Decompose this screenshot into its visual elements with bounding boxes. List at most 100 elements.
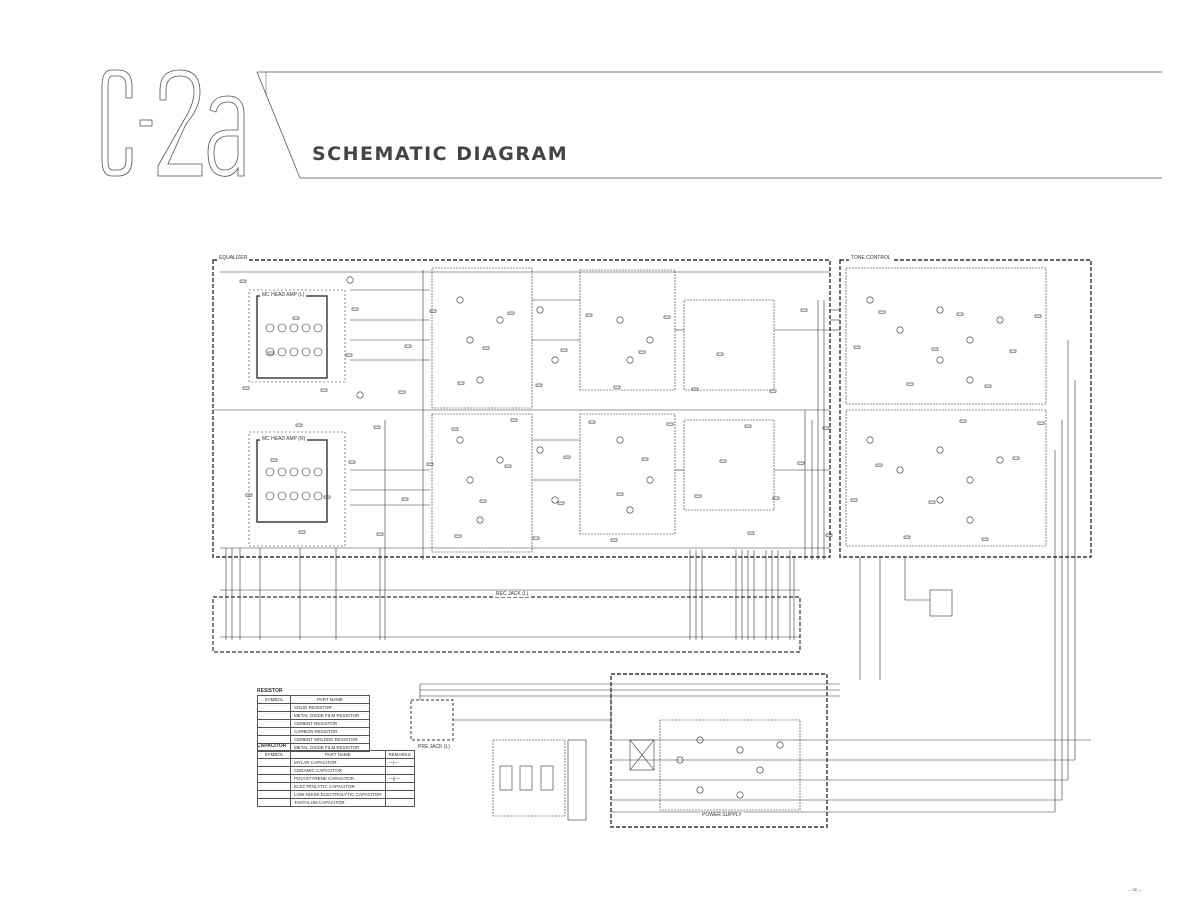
transistor-symbol [301,323,311,333]
transistor-symbol [551,356,559,364]
resistor-symbol [878,310,886,314]
resistor-symbol [482,346,490,350]
transistor-symbol [289,323,299,333]
resistor-symbol [426,462,434,466]
resistor-symbol [666,422,674,426]
transistor-symbol [356,391,364,399]
resistor-symbol [532,536,540,540]
transistor-symbol [626,356,634,364]
resistor-symbol [903,535,911,539]
resistor-symbol [641,457,649,461]
resistor-symbol [585,313,593,317]
resistor-symbol [535,383,543,387]
legend-row: CERAMIC CAPACITOR [290,766,386,775]
resistor-symbol [345,353,353,357]
transistor-symbol [301,491,311,501]
resistor-symbol [822,426,830,430]
transistor-symbol [966,516,974,524]
transistor-symbol [936,446,944,454]
transistor-symbol [966,376,974,384]
resistor-symbol [588,420,596,424]
resistor-symbol [320,388,328,392]
transistor-symbol [536,446,544,454]
transistor-symbol [551,496,559,504]
resistor-symbol [984,384,992,388]
tone-control-label: TONE CONTROL [849,255,893,261]
resistor-symbol [928,500,936,504]
transistor-symbol [646,476,654,484]
resistor-symbol [270,458,278,462]
transistor-symbol [313,491,323,501]
transistor-symbol [265,467,275,477]
resistor-symbol [398,390,406,394]
resistor-symbol [292,316,300,320]
transistor-symbol [966,476,974,484]
resistor-symbol [1034,314,1042,318]
transistor-symbol [277,491,287,501]
capacitor-legend-title: CAPACITOR [257,743,287,749]
resistor-symbol [616,492,624,496]
resistor-symbol [1012,456,1020,460]
transistor-symbol [289,347,299,357]
legend-row: TANTALUM CAPACITOR [290,798,386,807]
transistor-symbol [466,336,474,344]
resistor-symbol [267,351,275,355]
resistor-symbol [451,427,459,431]
transistor-symbol [456,436,464,444]
mc-head-amp-l-label: MC HEAD AMP (L) [260,292,307,298]
resistor-symbol [507,311,515,315]
resistor-symbol [295,423,303,427]
pre-jack-block [410,699,454,741]
transistor-symbol [496,316,504,324]
resistor-symbol [239,279,247,283]
transistor-symbol [696,786,704,794]
equalizer-label: EQUALIZER [217,255,250,261]
transistor-symbol [936,306,944,314]
header-logo [101,69,1162,179]
mc-head-amp-r-label: MC HEAD AMP (R) [260,436,308,442]
resistor-symbol [1037,421,1045,425]
transistor-symbol [616,316,624,324]
transistor-symbol [646,336,654,344]
resistor-symbol [323,495,331,499]
resistor-symbol [610,538,618,542]
legend-header: REMARKS [384,750,415,759]
legend-row: MYLAR CAPACITOR [290,758,386,767]
resistor-symbol [376,532,384,536]
transistor-symbol [966,336,974,344]
power-supply-block [610,673,828,828]
legend-row: POLYSTYRENE CAPACITOR [290,774,386,783]
transformer-block [492,739,566,817]
resistor-legend: RESISTOR SYMBOL PART NAME SOLID RESISTOR… [257,688,370,752]
resistor-symbol [560,348,568,352]
transistor-symbol [866,296,874,304]
resistor-symbol [906,382,914,386]
tone-control-block [839,259,1092,558]
resistor-symbol [694,494,702,498]
mc-head-amp-r-block [256,439,328,523]
transistor-symbol [896,466,904,474]
transistor-symbol [536,306,544,314]
resistor-symbol [457,381,465,385]
resistor-legend-table: SYMBOL PART NAME SOLID RESISTOR METAL OX… [257,695,370,752]
page-number: — 35 — [1127,887,1142,892]
resistor-symbol [348,460,356,464]
resistor-symbol [719,459,727,463]
resistor-symbol [373,425,381,429]
transistor-symbol [496,456,504,464]
transistor-symbol [456,296,464,304]
resistor-symbol [772,496,780,500]
resistor-symbol [510,418,518,422]
legend-header: PART NAME [290,695,370,704]
resistor-symbol [404,344,412,348]
transistor-symbol [313,323,323,333]
resistor-symbol [853,345,861,349]
transistor-symbol [313,347,323,357]
resistor-symbol [875,463,883,467]
transistor-symbol [265,323,275,333]
transistor-symbol [346,276,354,284]
transistor-symbol [776,741,784,749]
resistor-symbol [959,419,967,423]
legend-row: CARBON RESISTOR [290,727,370,736]
legend-row: ELECTROLYTIC CAPACITOR [290,782,386,791]
